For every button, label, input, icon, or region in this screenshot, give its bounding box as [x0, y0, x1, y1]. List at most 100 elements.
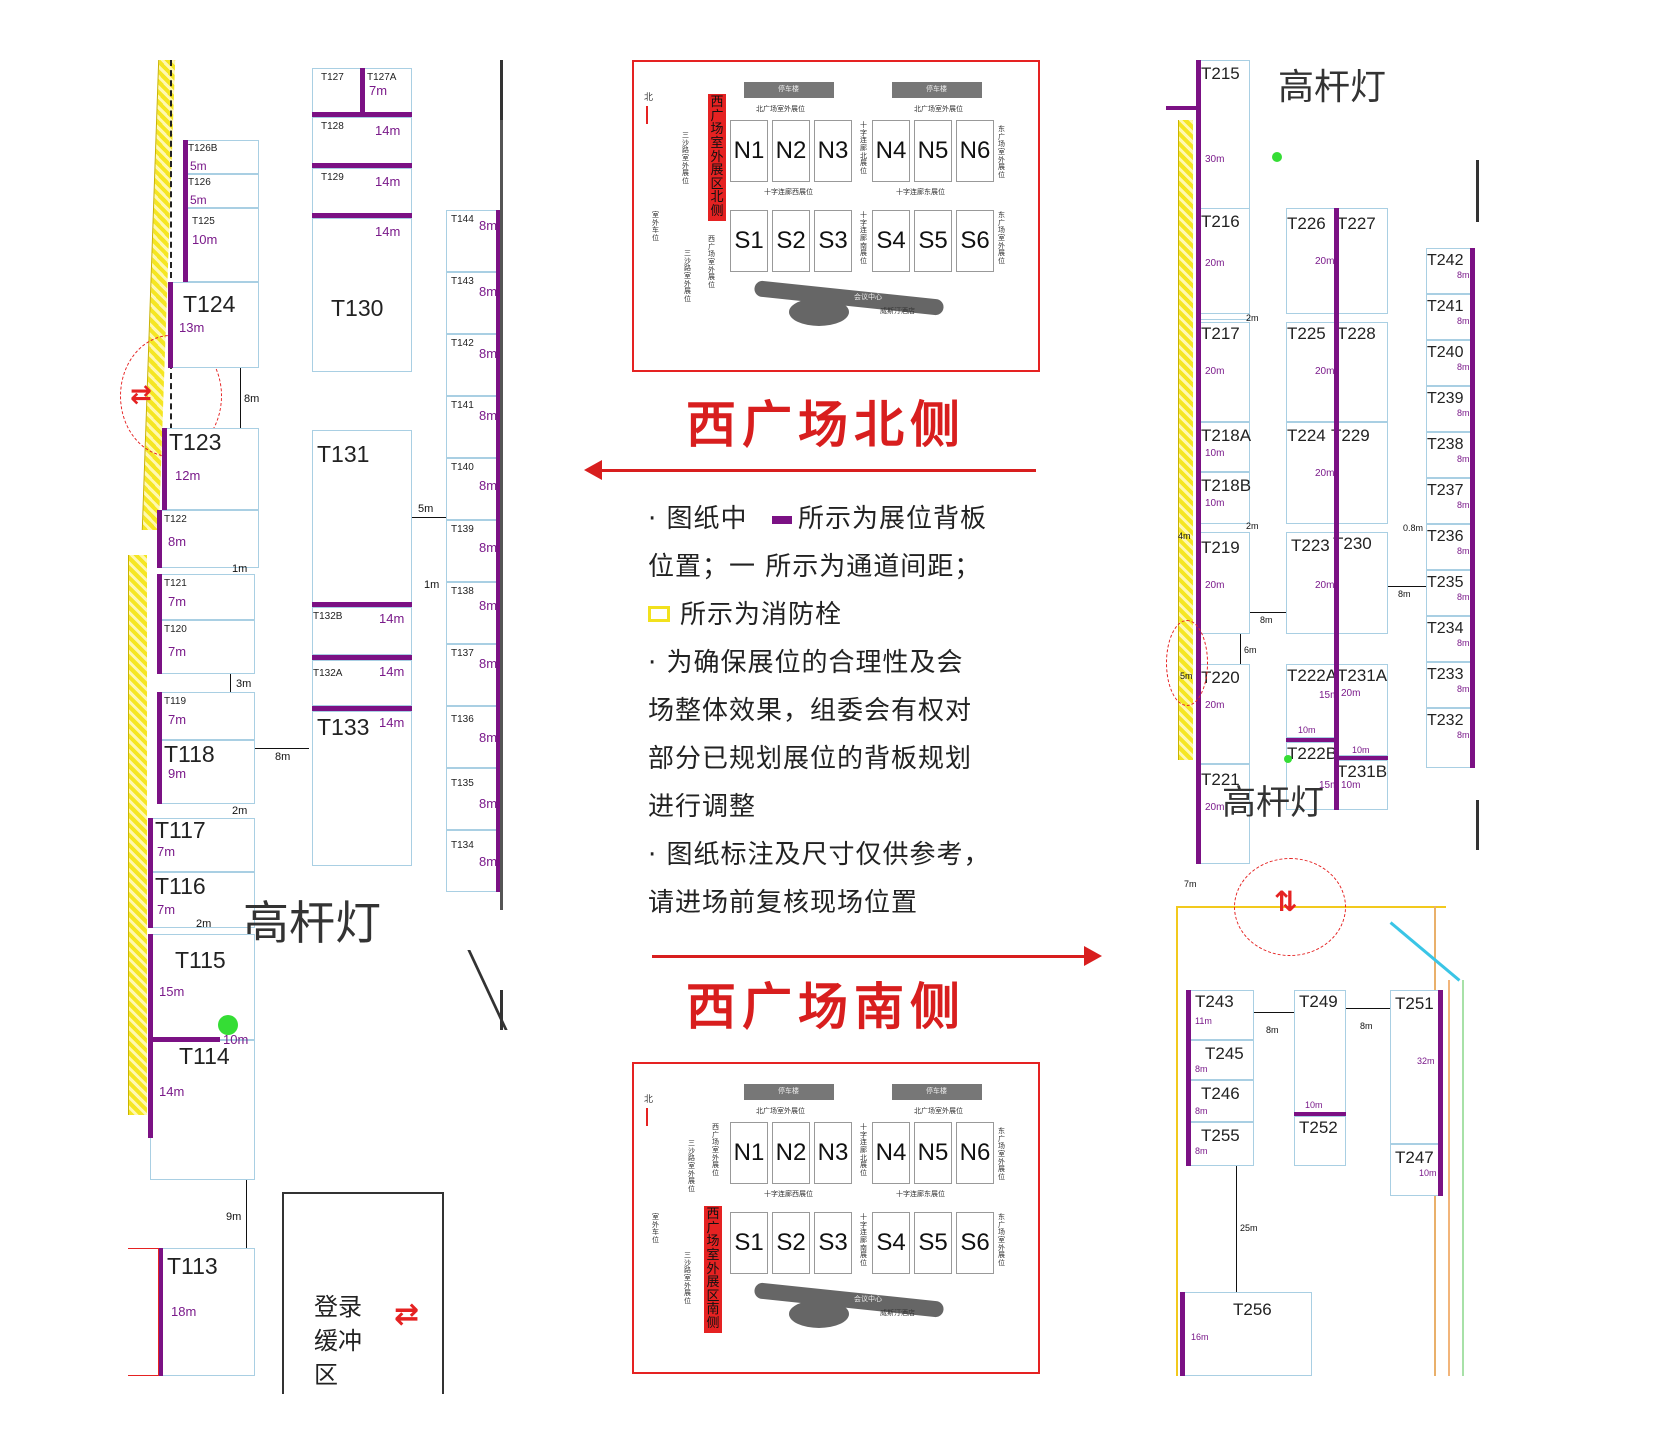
booth-t124[interactable]: T124 13m: [170, 282, 259, 368]
booth-t216[interactable]: T216 20m: [1198, 208, 1250, 314]
booth-t230[interactable]: T230: [1333, 532, 1388, 634]
booth-t218b[interactable]: T218B 10m: [1198, 472, 1251, 524]
booth-t217[interactable]: T217 20m: [1198, 322, 1250, 422]
booth-id: T126: [188, 177, 211, 188]
booth-dim: 14m: [375, 224, 401, 239]
booth-t252[interactable]: T252: [1294, 1116, 1346, 1166]
gap-label: 7m: [1184, 879, 1197, 889]
booth-t245[interactable]: T245 8m: [1190, 1040, 1254, 1080]
booth-t117[interactable]: T117 7m: [150, 818, 255, 872]
booth-t227[interactable]: T227: [1336, 208, 1388, 314]
booth-t222a[interactable]: T222A 15m: [1286, 664, 1338, 738]
booth-t122[interactable]: T122 8m: [159, 510, 259, 568]
booth-t119[interactable]: T119 7m: [159, 692, 255, 740]
booth-t125[interactable]: T125 10m: [183, 208, 259, 282]
booth-t131[interactable]: T131: [312, 430, 412, 604]
booth-t219[interactable]: T219 20m: [1198, 532, 1250, 634]
booth-t243[interactable]: T243 11m: [1190, 990, 1254, 1040]
note-line: · 图纸标注及尺寸仅供参考，: [648, 840, 991, 870]
booth-dim: 20m: [1341, 688, 1361, 699]
booth-t226[interactable]: T226 20m: [1286, 208, 1336, 314]
booth-t130[interactable]: T130 14m: [312, 218, 412, 372]
high-pole-lamp-label-2: 高杆灯: [1222, 783, 1324, 823]
booth-t249[interactable]: T249 10m: [1294, 990, 1346, 1116]
high-pole-lamp-label: 高杆灯: [243, 896, 381, 950]
booth-t132b[interactable]: T132B 14m: [312, 607, 412, 655]
booth-t224[interactable]: T224 20m: [1286, 422, 1336, 524]
booth-t126b[interactable]: T126B 5m: [183, 140, 259, 174]
booth-t113[interactable]: T113 18m: [160, 1248, 255, 1376]
booth-dim: 18m: [171, 1304, 197, 1319]
booth-t222b[interactable]: T222B 15m: [1286, 742, 1338, 810]
booth-t127[interactable]: T127: [312, 68, 364, 114]
booth-dim: 10m: [1205, 448, 1225, 459]
booth-id: T231A: [1337, 666, 1388, 685]
hall-s1: S1: [730, 1212, 768, 1274]
booth-t218a[interactable]: T218A 10m: [1198, 422, 1251, 472]
booth-t231a[interactable]: T231A 20m: [1336, 664, 1388, 756]
booth-t221[interactable]: T221 20m: [1198, 764, 1250, 864]
booth-id: T246: [1201, 1084, 1240, 1103]
booth-dim: 8m: [1195, 1064, 1208, 1074]
booth-t228[interactable]: T228: [1336, 322, 1388, 422]
backboard: [312, 602, 412, 607]
booth-id: T220: [1201, 668, 1240, 687]
booth-t246[interactable]: T246 8m: [1190, 1080, 1254, 1122]
booth-t123[interactable]: T123 12m: [164, 428, 259, 510]
booth-t255[interactable]: T255 8m: [1190, 1122, 1254, 1166]
booth-t127a[interactable]: T127A 7m: [364, 68, 412, 114]
backboard: [1470, 248, 1475, 768]
booth-t114[interactable]: T114 14m 10m: [150, 1033, 255, 1180]
booth-t256[interactable]: T256 16m: [1182, 1292, 1312, 1376]
north-label: 北: [644, 93, 654, 103]
booth-t120[interactable]: T120 7m: [159, 620, 255, 674]
booth-t115[interactable]: T115 15m: [150, 934, 255, 1040]
booth-t121[interactable]: T121 7m: [159, 574, 255, 620]
booth-t231b[interactable]: T231B 10m: [1336, 760, 1388, 810]
booth-dim: 14m: [375, 123, 401, 138]
booth-t229[interactable]: T229: [1331, 422, 1388, 524]
booth-t133[interactable]: T133 14m: [312, 711, 412, 866]
booth-t225[interactable]: T225 20m: [1286, 322, 1336, 422]
hall-n4: N4: [872, 120, 910, 182]
gap-label: 5m: [418, 503, 434, 515]
booth-t251[interactable]: T251 32m: [1390, 990, 1442, 1144]
parking-building: [892, 1084, 982, 1100]
booth-t132a[interactable]: T132A 14m: [312, 660, 412, 706]
note-line: 所示为展位背板: [798, 504, 988, 534]
backboard: [158, 1248, 163, 1376]
booth-dim: 7m: [168, 712, 187, 727]
booth-t129[interactable]: T129 14m: [312, 168, 412, 216]
booth-id: T251: [1395, 994, 1434, 1013]
booth-t118[interactable]: T118 9m: [159, 740, 255, 804]
conference-shape: [753, 280, 945, 316]
booth-t116[interactable]: T116 7m: [150, 872, 255, 928]
booth-t223[interactable]: T223 20m: [1286, 532, 1336, 634]
booth-t128[interactable]: T128 14m: [312, 117, 412, 166]
booth-id: T224: [1287, 426, 1326, 445]
booth-t247[interactable]: T247 10m: [1390, 1144, 1442, 1196]
booth-t126[interactable]: T126 5m: [183, 174, 259, 208]
